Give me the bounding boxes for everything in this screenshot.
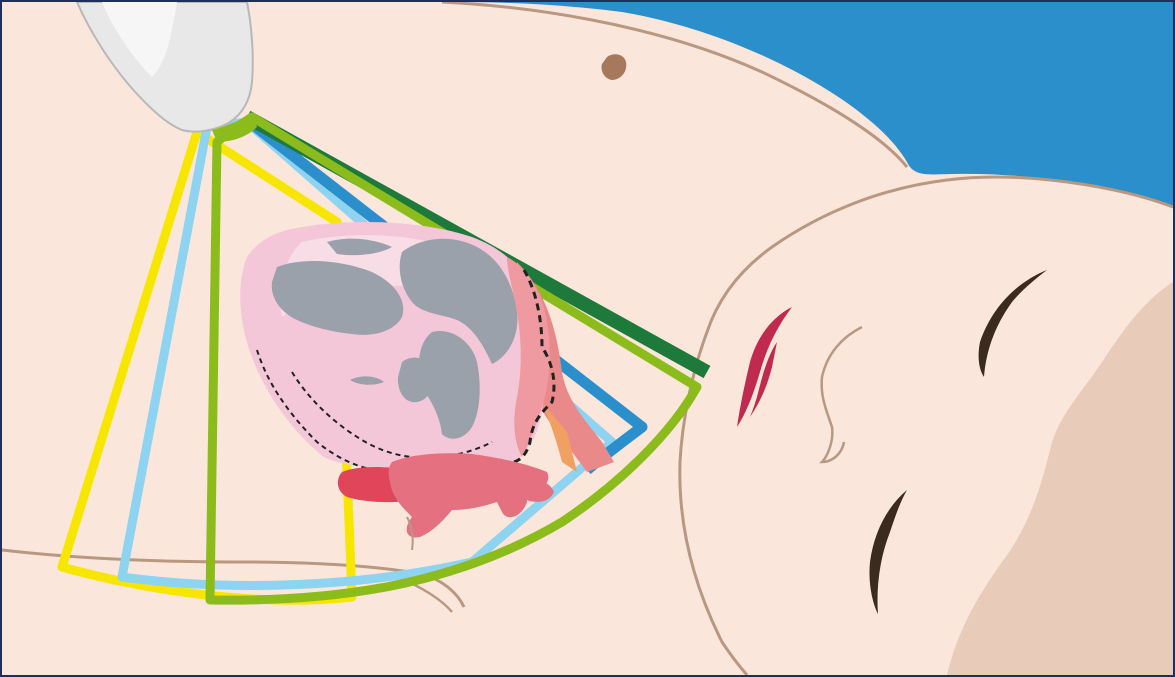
- infant-echocardiography-illustration: [2, 2, 1173, 675]
- illustration-frame: [0, 0, 1175, 677]
